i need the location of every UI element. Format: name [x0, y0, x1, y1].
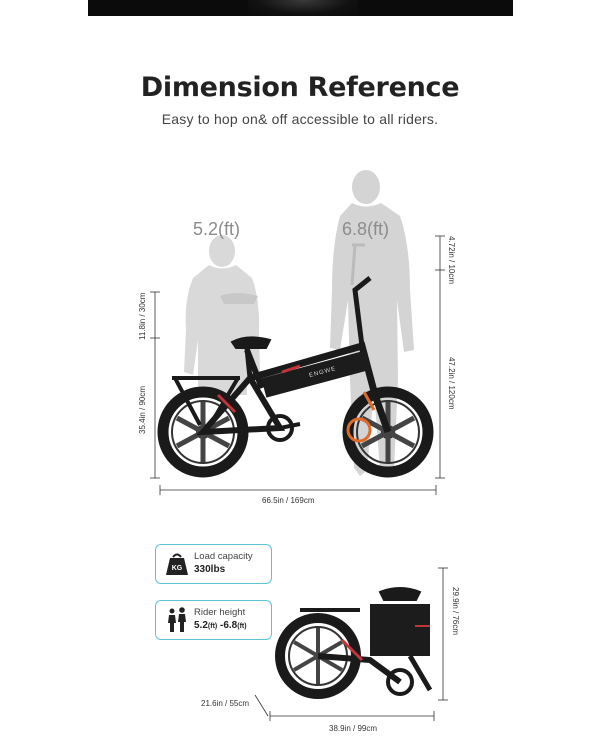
head-clearance-dimension: 4.72in / 10cm [447, 236, 456, 285]
folded-dimension-lines [254, 567, 448, 721]
seat-height-dimension: 35.4in / 90cm [138, 385, 147, 434]
rider-height-value: 5.2(ft) -6.8(ft) [194, 620, 247, 631]
load-capacity-value: 330lbs [194, 564, 226, 575]
seat-adjust-dimension: 11.8in / 30cm [138, 292, 147, 340]
ebike-side-view [157, 243, 434, 478]
folded-width-dimension: 21.6in / 55cm [201, 699, 250, 708]
folded-height-dimension: 29.9in / 76cm [451, 587, 460, 636]
folded-ebike [275, 587, 433, 699]
kg-icon-text: KG [172, 565, 183, 572]
tall-person-silhouette [330, 170, 414, 478]
short-rider-height-label: 5.2(ft) [193, 219, 241, 239]
page-title: Dimension Reference [140, 72, 460, 103]
top-banner-strip [88, 0, 513, 16]
rider-height-max: 6.8 [223, 620, 238, 631]
folded-length-dimension: 38.9in / 99cm [329, 724, 378, 733]
rider-height-card: Rider height 5.2(ft) -6.8(ft) [155, 600, 272, 640]
load-capacity-label: Load capacity [194, 551, 253, 562]
kg-weight-icon: KG [166, 553, 188, 575]
rider-height-min: 5.2 [194, 620, 208, 631]
rider-height-separator: - [217, 620, 224, 631]
people-icon [168, 607, 186, 632]
main-dimension-lines [150, 235, 445, 495]
rider-height-min-unit: (ft) [207, 623, 218, 630]
bike-length-dimension: 66.5in / 169cm [262, 496, 315, 505]
rider-height-label: Rider height [194, 607, 246, 618]
rider-height-max-unit: (ft) [237, 623, 247, 630]
handlebar-height-dimension: 47.2in / 120cm [447, 357, 456, 410]
page-subtitle: Easy to hop on& off accessible to all ri… [161, 111, 439, 127]
load-capacity-card: KG Load capacity 330lbs [155, 544, 272, 584]
tall-rider-height-label: 6.8(ft) [342, 219, 390, 239]
